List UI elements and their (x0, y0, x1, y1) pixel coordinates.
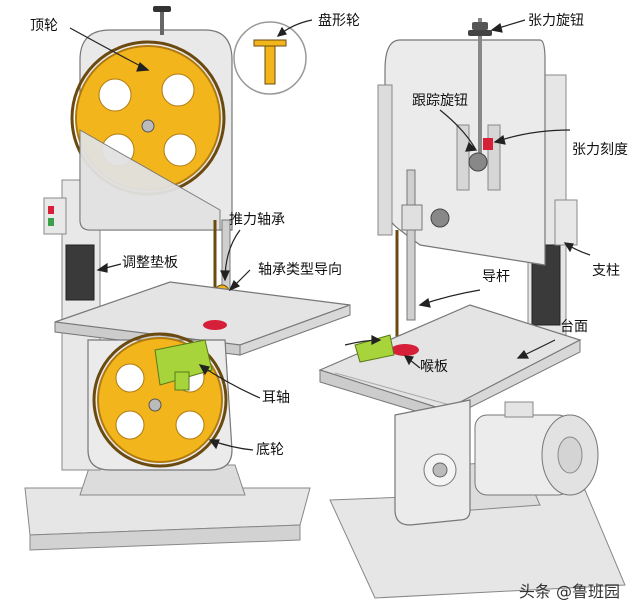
label-tension-knob: 张力旋钮 (528, 13, 584, 29)
label-table: 台面 (560, 319, 588, 335)
label-guide-post: 导杆 (482, 269, 510, 285)
right-motor (474, 401, 599, 496)
leader-lines (69, 19, 591, 451)
left-throat-plate (203, 320, 227, 330)
guide-knob (430, 208, 450, 228)
label-trunnion: 耳轴 (262, 390, 290, 406)
watermark: 头条 @鲁班园 (518, 582, 620, 601)
label-tension-scale: 张力刻度 (572, 142, 628, 158)
right-trunnion (354, 334, 395, 363)
guide-post (406, 169, 416, 321)
label-bottom-wheel: 底轮 (256, 442, 284, 458)
label-top-wheel: 顶轮 (30, 18, 58, 34)
label-tracking-knob: 跟踪旋钮 (412, 93, 468, 109)
left-bandsaw (24, 6, 351, 551)
label-disc-wheel: 盘形轮 (318, 13, 360, 29)
tension-scale (483, 138, 493, 150)
adjust-pad-motor (65, 244, 95, 301)
right-bandsaw (318, 18, 626, 599)
label-thrust-bearing: 推力轴承 (229, 212, 285, 228)
label-adjust-pad: 调整垫板 (122, 255, 178, 271)
label-throat-plate: 喉板 (420, 359, 448, 375)
label-bearing-guide: 轴承类型导向 (258, 262, 342, 278)
right-throat-plate (391, 344, 419, 356)
label-column: 支柱 (592, 263, 620, 279)
tracking-knob (468, 152, 488, 172)
left-trunnion (154, 339, 213, 386)
